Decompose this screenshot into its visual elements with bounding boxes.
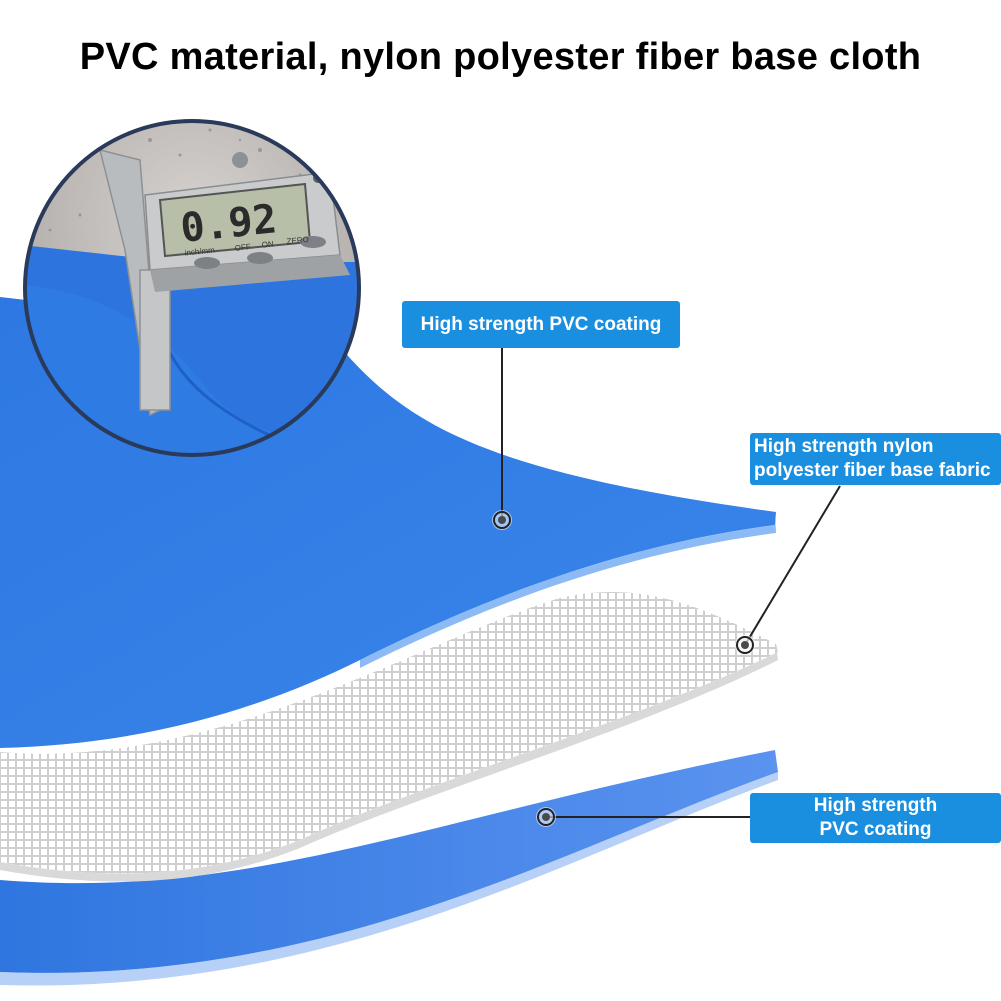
caliper-unit-button: inch/mm xyxy=(184,245,215,257)
mesh-fabric-layer xyxy=(0,592,778,874)
caliper-magnifier xyxy=(25,121,359,455)
label-bottom-pvc-coating: High strength PVC coating xyxy=(750,793,1001,843)
marker-dot-top xyxy=(492,510,512,530)
caliper-reading: 0.92 xyxy=(178,196,279,252)
label-base-fabric: High strength nylon polyester fiber base… xyxy=(750,433,1001,485)
caliper-off-button: OFF xyxy=(234,242,251,253)
magnifier-ring xyxy=(23,119,361,457)
leader-line-middle xyxy=(744,485,841,646)
label-mid-line1: High strength nylon xyxy=(754,436,934,457)
label-bot-line1: High strength xyxy=(813,795,938,816)
label-bot-line2: PVC coating xyxy=(819,819,932,840)
marker-dot-bottom xyxy=(536,807,556,827)
marker-dot-middle xyxy=(735,635,755,655)
label-mid-line2: polyester fiber base fabric xyxy=(754,460,991,481)
label-top-pvc-coating: High strength PVC coating xyxy=(402,301,680,348)
caliper-on-button: ON xyxy=(261,239,274,249)
bottom-pvc-layer xyxy=(0,750,778,973)
page-title: PVC material, nylon polyester fiber base… xyxy=(79,36,922,78)
caliper-zero-button: ZERO xyxy=(286,235,309,246)
label-top-text: High strength PVC coating xyxy=(420,314,662,335)
